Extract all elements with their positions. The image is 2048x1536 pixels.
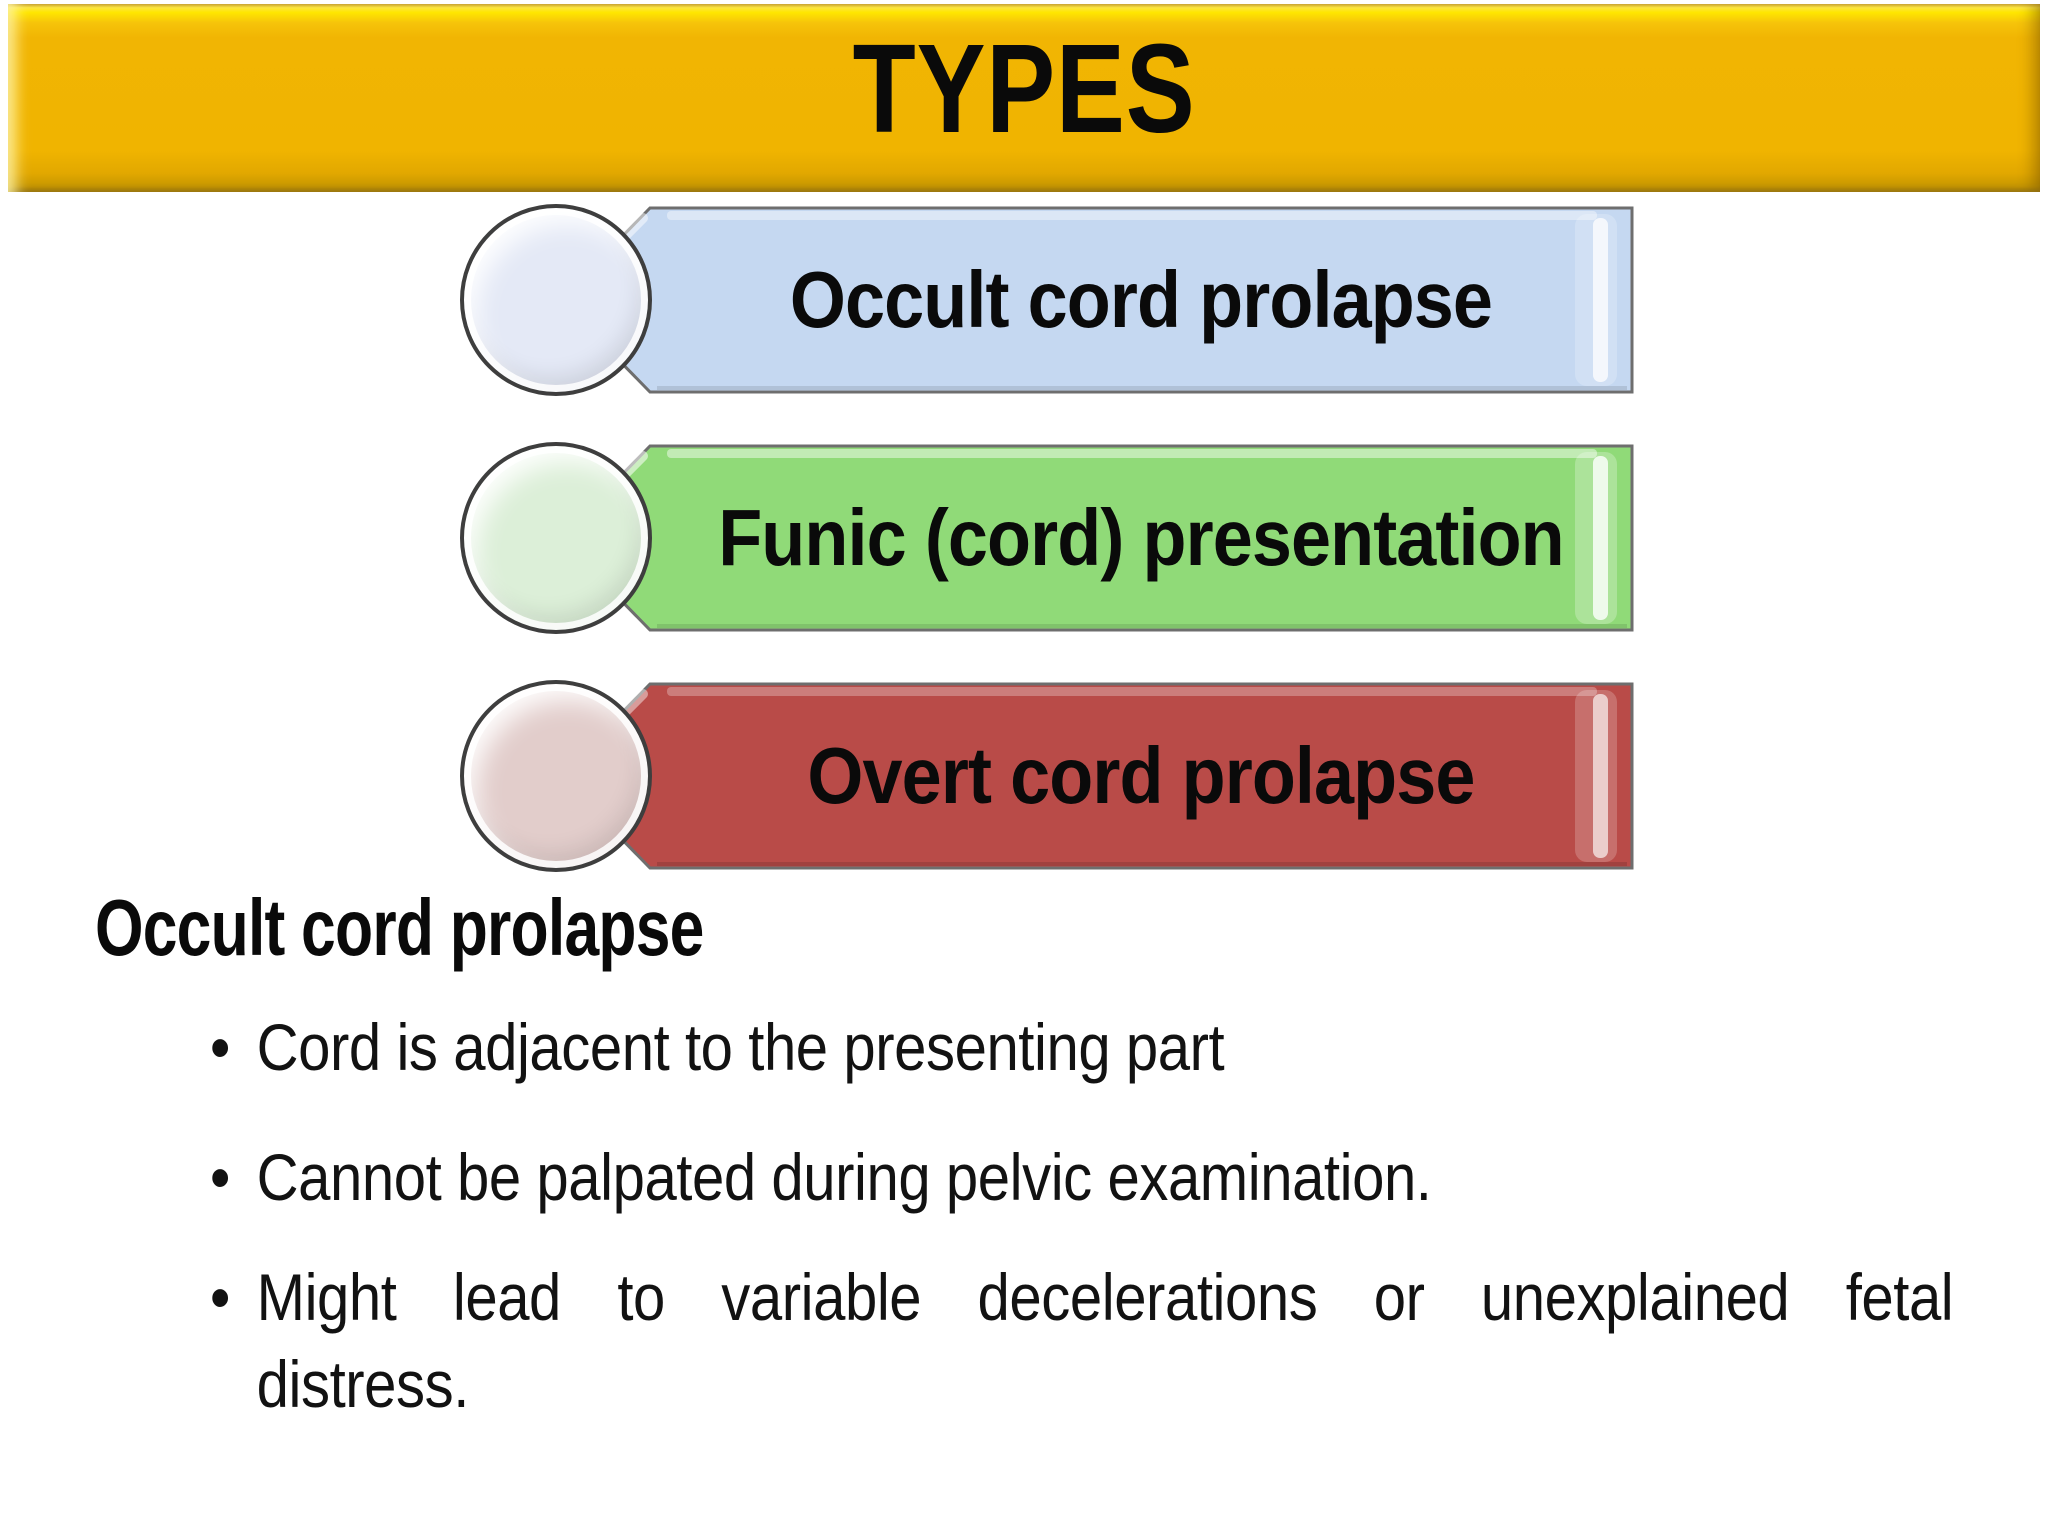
section-heading: Occult cord prolapse [95, 883, 704, 972]
bullet-item: • Cannot be palpated during pelvic exami… [210, 1134, 1953, 1221]
bullet-icon: • [210, 1140, 230, 1214]
type-circle [460, 204, 652, 396]
type-banner-occult-cord-prolapse: Occult cord prolapse [460, 204, 1635, 396]
slide-title: TYPES [852, 17, 1196, 159]
bullet-text-line: Might lead to variable decelerations or … [256, 1260, 1954, 1334]
type-banner-funic-cord-presentation: Funic (cord) presentation [460, 442, 1635, 634]
type-label: Occult cord prolapse [789, 255, 1493, 344]
type-label: Funic (cord) presentation [718, 493, 1564, 582]
type-banner-overt-cord-prolapse: Overt cord prolapse [460, 680, 1635, 872]
bullet-item: • Cord is adjacent to the presenting par… [210, 1004, 1953, 1091]
type-circle [460, 442, 652, 634]
title-banner: TYPES [8, 4, 2040, 192]
bullet-text: Cannot be palpated during pelvic examina… [256, 1140, 1432, 1214]
pennant-shape [557, 206, 1634, 394]
bullet-icon: • [210, 1260, 230, 1334]
bullet-icon: • [210, 1010, 230, 1084]
type-circle [460, 680, 652, 872]
bullet-item: • Might lead to variable decelerations o… [210, 1254, 1954, 1428]
bullet-text: Cord is adjacent to the presenting part [256, 1010, 1225, 1084]
type-label: Overt cord prolapse [807, 731, 1475, 820]
bullet-text-line: distress. [256, 1347, 470, 1421]
